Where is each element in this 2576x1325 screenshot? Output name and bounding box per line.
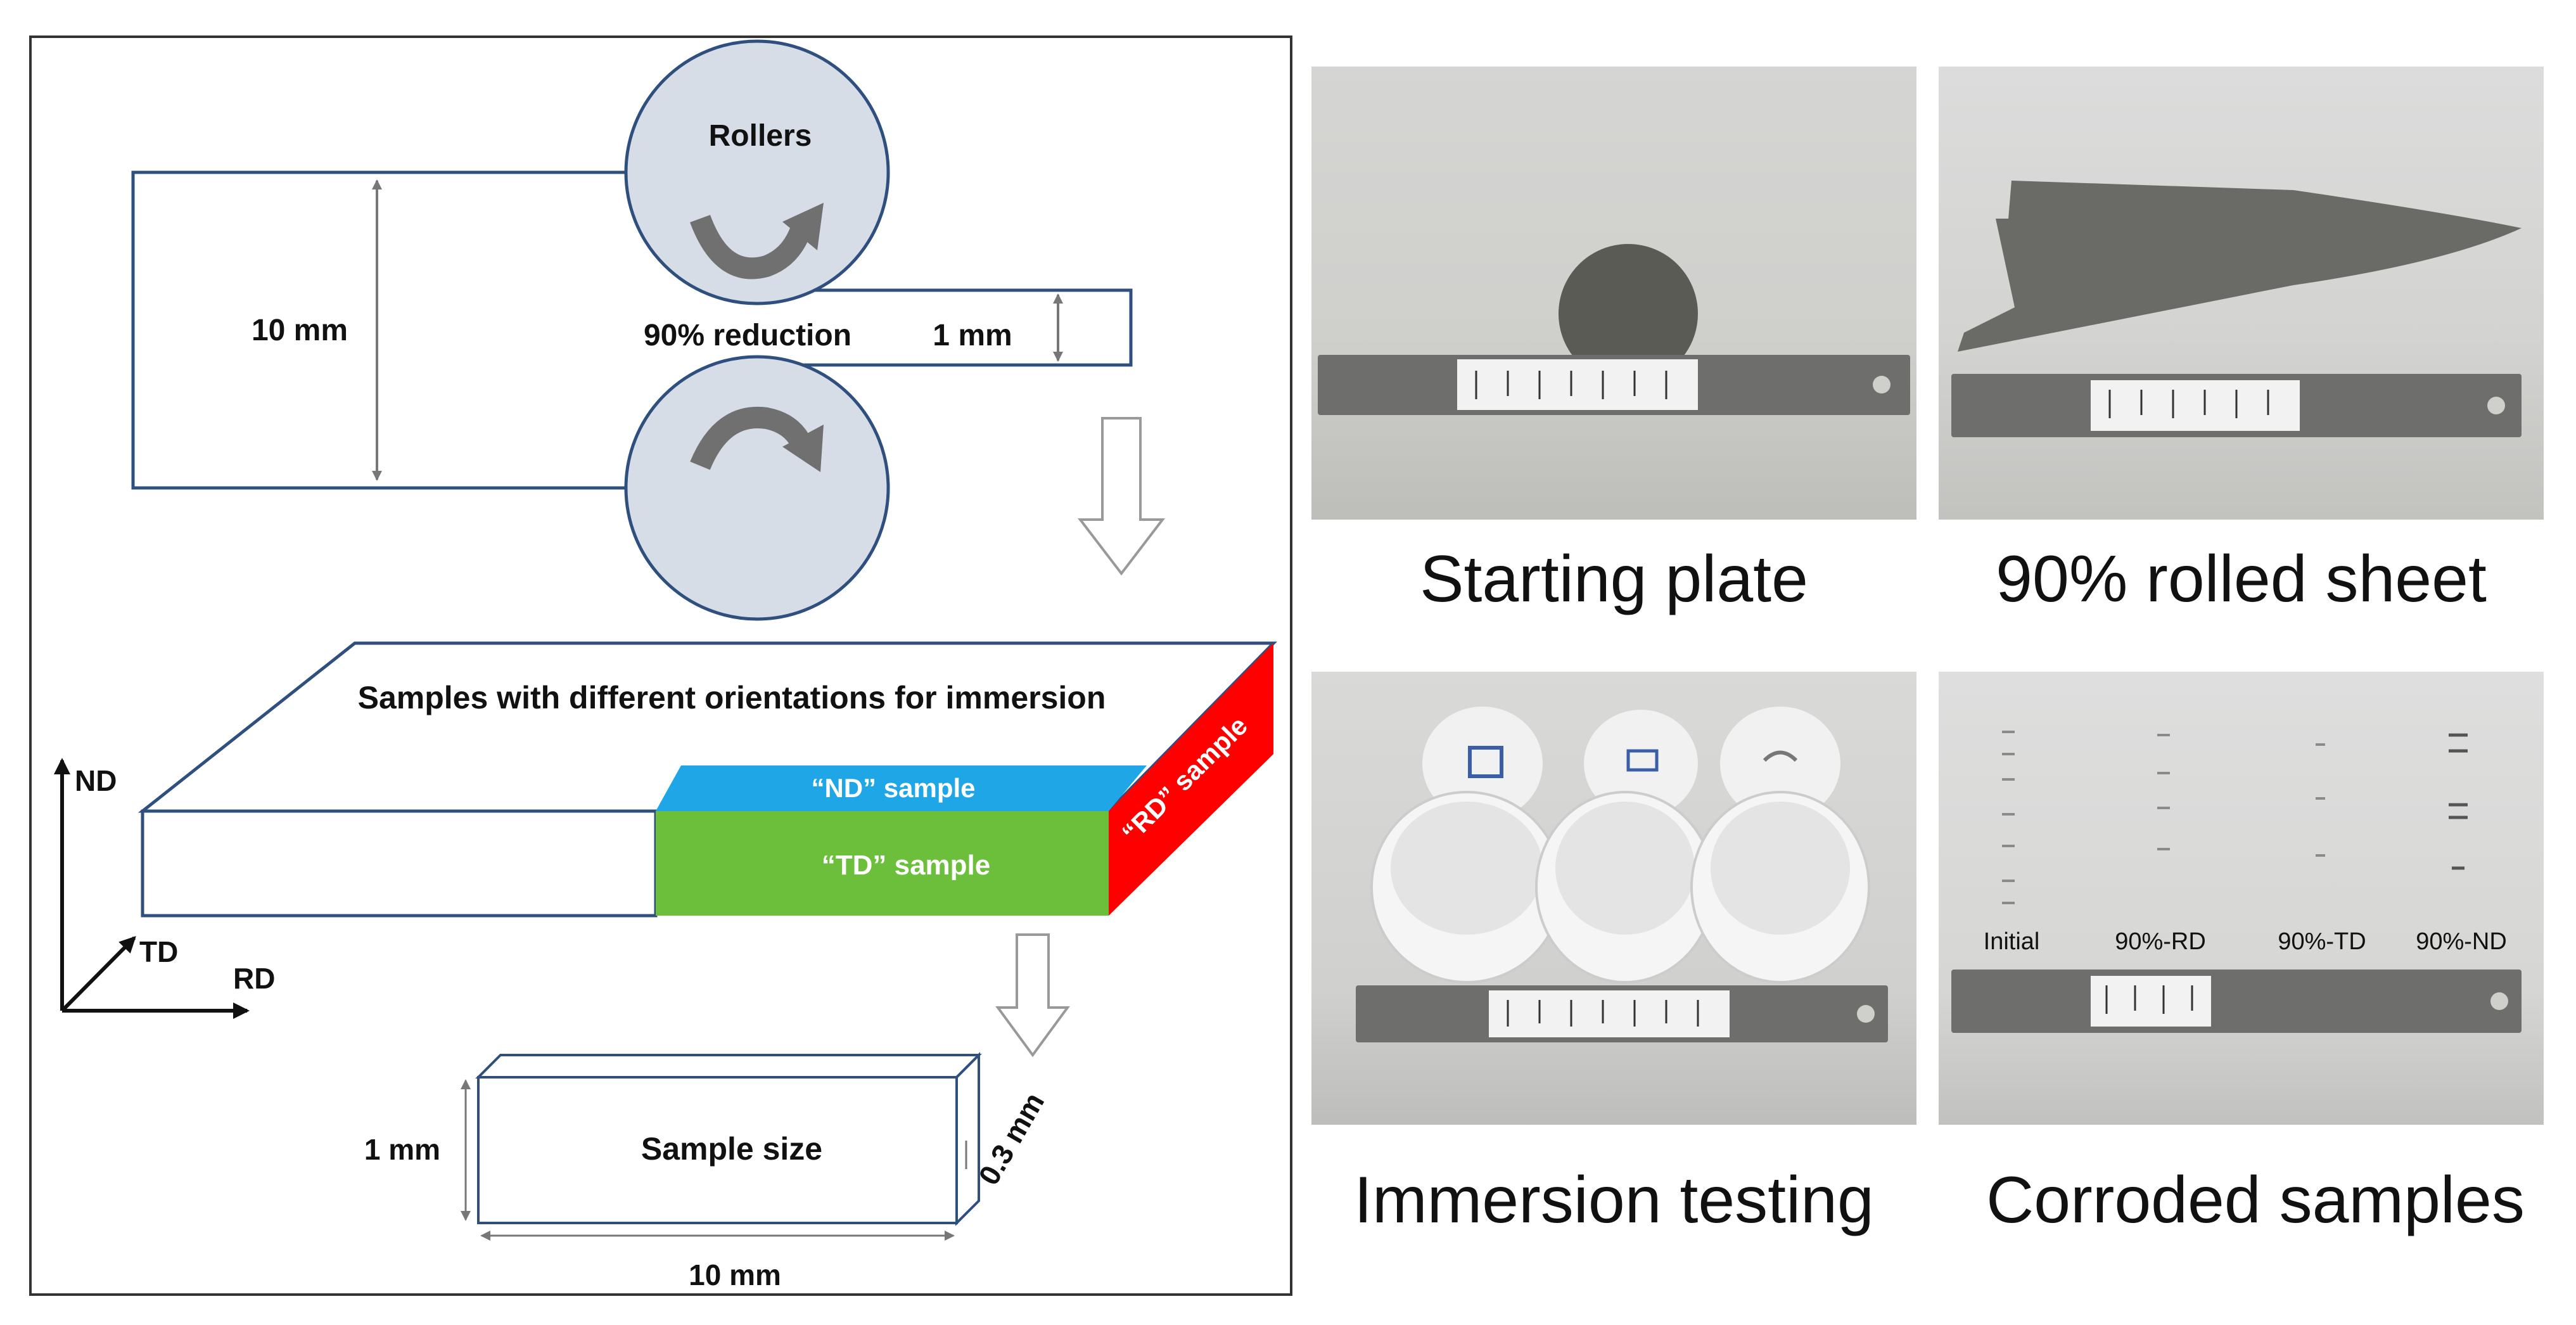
top-roller-arrowhead-icon — [782, 203, 824, 250]
starting-plate-photo — [1311, 67, 1916, 520]
block-title: Samples with different orientations for … — [358, 680, 1106, 715]
td-sample — [656, 811, 1109, 916]
sample-box-top — [475, 1054, 982, 1079]
corroded-samples-photo: Initial 90%-RD 90%-TD 90%-ND — [1939, 672, 2544, 1125]
output-sheet — [798, 288, 1133, 367]
immersion-testing-image — [1356, 707, 1888, 1042]
td-axis — [60, 936, 136, 1013]
td-sample-label: “TD” sample — [822, 850, 991, 881]
sample-size-label: Sample size — [641, 1131, 822, 1167]
corroded-label-nd: 90%-ND — [2416, 928, 2507, 955]
immersion-testing-photo — [1311, 672, 1916, 1125]
reduction-label: 90% reduction — [644, 319, 851, 352]
sample-length-label: 10 mm — [689, 1258, 781, 1291]
top-roller-rotation-icon — [690, 214, 812, 279]
rd-sample — [1109, 643, 1273, 916]
rolling-diagram: Rollers 90% reduction 10 mm 1 mm Samples… — [29, 35, 1292, 1296]
block-front-face — [141, 809, 658, 918]
corroded-label-td: 90%-TD — [2278, 928, 2366, 955]
corroded-label-rd: 90%-RD — [2115, 928, 2206, 955]
rolled-sheet-image — [1951, 181, 2522, 437]
process-arrow-icon — [1077, 417, 1166, 576]
nd-sample — [656, 765, 1147, 811]
corroded-label-initial: Initial — [1983, 928, 2040, 955]
bottom-roller-arrowhead-icon — [782, 425, 824, 472]
corroded-samples-caption: Corroded samples — [1986, 1163, 2525, 1237]
sample-box-side — [955, 1052, 980, 1226]
rd-axis-label: RD — [233, 962, 275, 995]
bottom-roller-rotation-icon — [690, 407, 812, 470]
output-thickness-label: 1 mm — [933, 319, 1012, 352]
td-axis-label: TD — [139, 935, 178, 968]
rolled-sheet-photo — [1939, 67, 2544, 520]
sample-box-front — [477, 1076, 958, 1224]
sample-depth-label: 0.3 mm — [972, 1087, 1050, 1190]
top-roller — [624, 39, 890, 305]
corroded-samples-image — [1951, 731, 2522, 1033]
sample-height-label: 1 mm — [364, 1133, 440, 1166]
input-slab — [131, 170, 640, 490]
starting-plate-caption: Starting plate — [1420, 542, 1808, 616]
diagram-frame — [29, 35, 1292, 1296]
process-arrow-icon-2 — [995, 933, 1070, 1058]
starting-plate-image — [1318, 244, 1910, 415]
rollers-label: Rollers — [709, 119, 812, 153]
bottom-roller — [624, 355, 890, 621]
rolled-sheet-caption: 90% rolled sheet — [1996, 542, 2487, 616]
input-thickness-label: 10 mm — [252, 314, 348, 347]
nd-axis-label: ND — [75, 764, 117, 797]
immersion-testing-caption: Immersion testing — [1354, 1163, 1874, 1237]
nd-sample-label: “ND” sample — [811, 773, 975, 803]
